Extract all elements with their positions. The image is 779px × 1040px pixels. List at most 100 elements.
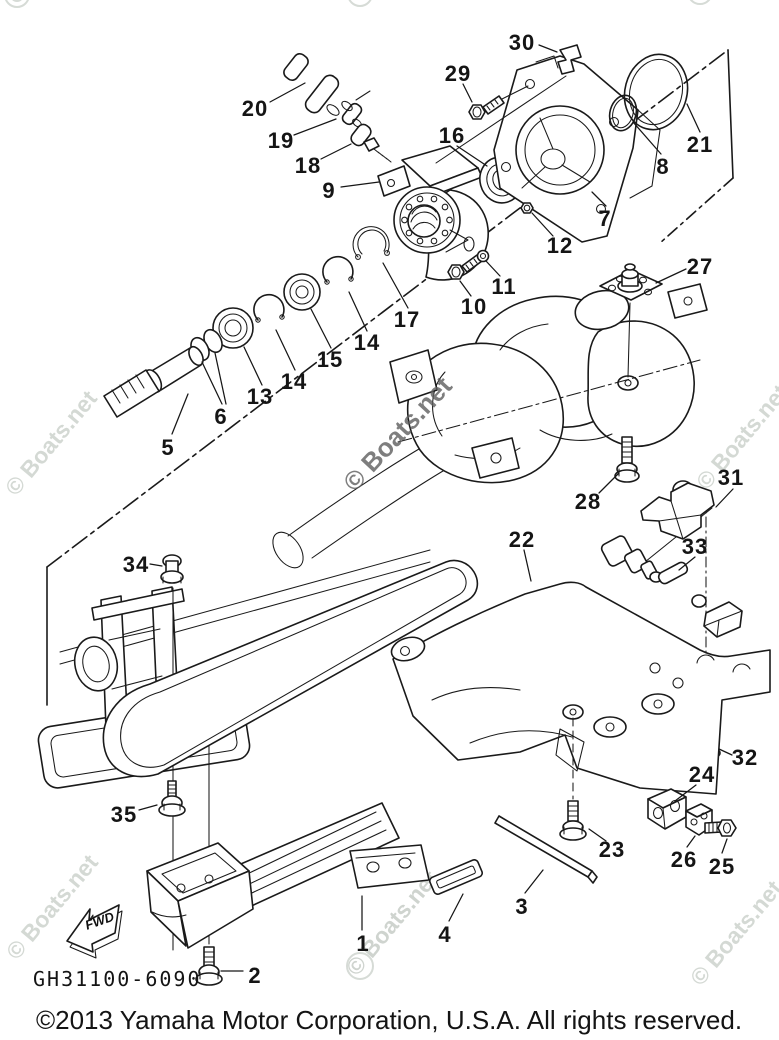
watermark-swirl-icon — [689, 0, 711, 5]
spacer-blocks-24-26 — [647, 788, 713, 836]
leader-line — [524, 869, 544, 894]
callouts-layer: 1234567891011121314151416171819202122232… — [111, 30, 758, 988]
callout-6: 6 — [214, 404, 227, 429]
leader-line — [485, 260, 501, 277]
leader-line — [348, 291, 368, 332]
leader-line — [531, 212, 554, 237]
leader-line — [462, 83, 473, 103]
leader-line — [459, 280, 472, 297]
seal-strip-3 — [494, 815, 598, 884]
seal-ring-21 — [623, 53, 689, 131]
watermark-swirl-icon — [346, 952, 374, 980]
washer-11 — [476, 249, 490, 263]
callout-1: 1 — [356, 931, 369, 956]
callout-7: 7 — [598, 206, 611, 231]
leader-line — [275, 329, 296, 371]
leader-line — [632, 121, 662, 155]
callout-17: 17 — [394, 307, 420, 332]
callout-20: 20 — [242, 96, 268, 121]
hook-30 — [435, 44, 582, 164]
callout-10: 10 — [461, 294, 487, 319]
fitting-19 — [341, 90, 371, 128]
bolt-28 — [614, 436, 640, 483]
leader-line — [171, 393, 189, 435]
ride-plate — [102, 559, 479, 778]
bolt-10 — [447, 254, 483, 280]
callout-11: 11 — [491, 274, 516, 299]
callout-22: 22 — [509, 527, 535, 552]
bleed-screw-18 — [350, 123, 392, 163]
leader-line — [523, 549, 532, 582]
leader-line — [243, 346, 263, 386]
leader-line — [721, 838, 728, 854]
o-ring-8 — [608, 94, 638, 132]
damper-pad-4 — [428, 859, 484, 895]
leader-line — [340, 181, 380, 188]
callout-24: 24 — [689, 762, 715, 787]
watermark-swirl-icon — [348, 0, 372, 7]
leader-line — [201, 361, 223, 405]
bolt-23 — [559, 800, 587, 841]
callout-9: 9 — [322, 178, 335, 203]
grease-fitting-27 — [599, 263, 663, 378]
leader-line — [382, 262, 409, 309]
callout-5: 5 — [161, 435, 174, 460]
callout-21: 21 — [687, 132, 713, 157]
callout-4: 4 — [438, 922, 451, 947]
callout-31: 31 — [718, 465, 744, 490]
diagram-line-art: FWD — [37, 44, 771, 986]
leader-line — [686, 103, 701, 133]
leader-line — [448, 893, 464, 922]
bearing-housing-9 — [377, 145, 490, 281]
jet-pump-body — [272, 283, 708, 569]
callout-34: 34 — [123, 552, 149, 577]
hull-tray-22 — [390, 581, 771, 800]
callout-26: 26 — [671, 847, 697, 872]
leader-line — [598, 472, 620, 494]
boats-net-watermark: © Boats.net — [0, 385, 102, 500]
leader-line — [686, 835, 696, 848]
callout-28: 28 — [575, 489, 601, 514]
leader-line — [149, 563, 163, 567]
callout-16: 16 — [439, 123, 465, 148]
callout-35: 35 — [111, 802, 137, 827]
sensor-assembly-31-33 — [600, 480, 743, 729]
callout-13: 13 — [247, 384, 273, 409]
leader-line — [674, 784, 697, 802]
bolt-29 — [468, 85, 529, 120]
callout-23: 23 — [599, 837, 625, 862]
callout-30: 30 — [509, 30, 535, 55]
anode-cap-20 — [283, 52, 340, 116]
impeller-housing-7 — [493, 55, 661, 243]
callout-25: 25 — [709, 854, 735, 879]
callout-29: 29 — [445, 61, 471, 86]
callout-19: 19 — [268, 128, 294, 153]
callout-3: 3 — [515, 894, 528, 919]
callout-12: 12 — [547, 233, 573, 258]
callout-33: 33 — [682, 534, 708, 559]
driveshaft-bearing-stack — [103, 226, 390, 418]
leader-line — [293, 118, 337, 136]
callout-2: 2 — [248, 963, 261, 988]
leader-line — [138, 804, 158, 811]
fwd-arrow: FWD — [66, 904, 123, 959]
leader-line — [678, 556, 696, 571]
callout-32: 32 — [732, 745, 758, 770]
callout-8: 8 — [656, 154, 669, 179]
boats-net-watermark: © Boats.net — [685, 875, 779, 990]
callout-27: 27 — [687, 254, 713, 279]
leader-line — [655, 268, 687, 284]
leader-line — [715, 488, 734, 508]
bolt-2 — [195, 946, 223, 986]
leader-line — [456, 145, 488, 167]
leader-line — [320, 143, 352, 160]
leader-line — [269, 82, 306, 103]
leader-line — [718, 748, 733, 756]
leader-line — [591, 191, 607, 207]
watermark-swirl-icon — [12, 0, 22, 2]
callout-18: 18 — [295, 153, 321, 178]
bolt-25 — [704, 819, 737, 837]
intake-grate-1 — [146, 802, 430, 949]
